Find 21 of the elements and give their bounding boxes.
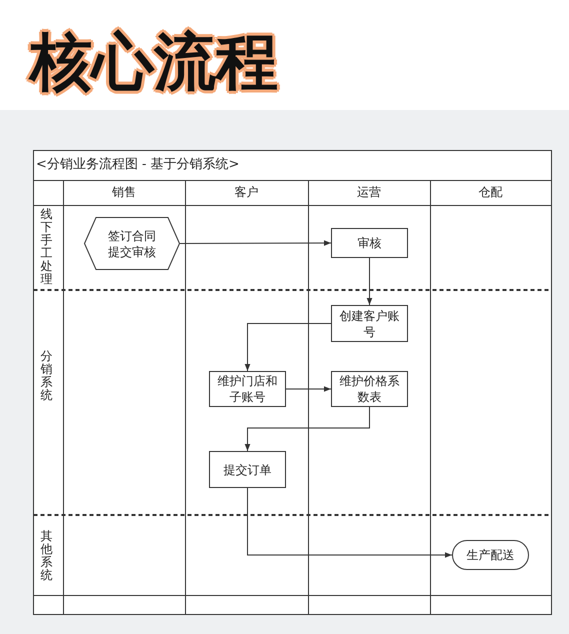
column-header: 客户 <box>234 184 258 201</box>
arrow <box>180 240 332 246</box>
row-header: 分销系统 <box>40 350 53 402</box>
arrow <box>286 386 332 392</box>
terminal-node: 生产配送 <box>452 540 529 570</box>
process-box: 维护价格系数表 <box>331 371 408 407</box>
column-header: 运营 <box>357 184 381 201</box>
swimlane-header: <分销业务流程图 - 基于分销系统> <box>36 156 240 174</box>
row-header: 线下手工处理 <box>40 208 53 286</box>
page-title: 核心流程 <box>30 24 278 100</box>
process-box: 维护门店和子账号 <box>209 371 286 407</box>
column-header: 仓配 <box>478 184 502 201</box>
process-box: 审核 <box>331 228 408 258</box>
process-box: 创建客户账号 <box>331 305 408 342</box>
column-header: 销售 <box>112 184 136 201</box>
arrow <box>366 258 372 306</box>
arrow <box>244 323 332 372</box>
process-box: 提交订单 <box>209 451 286 488</box>
row-header: 其他系统 <box>40 530 53 582</box>
arrow <box>247 488 452 558</box>
arrow <box>244 406 370 452</box>
